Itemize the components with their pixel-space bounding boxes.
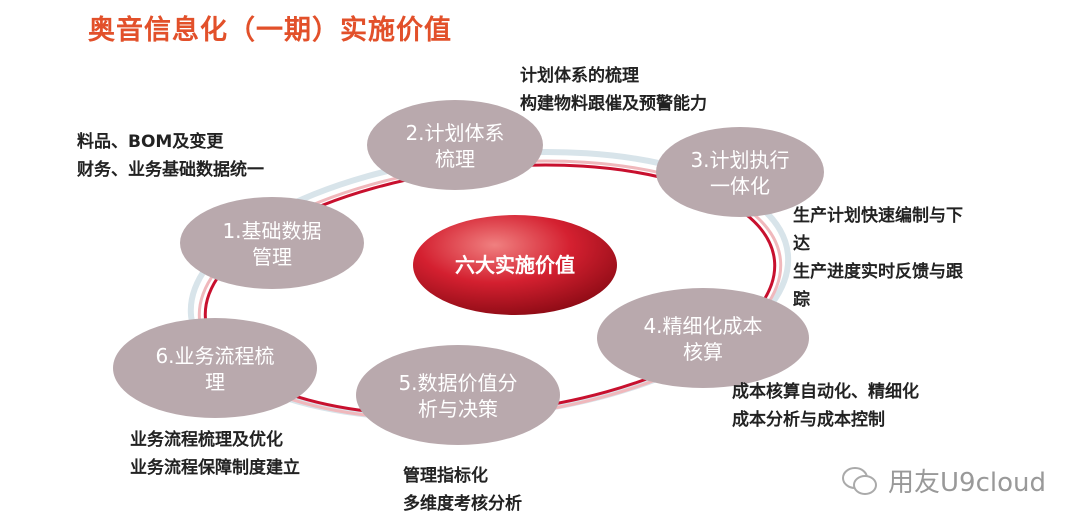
node-label: 梳理: [435, 147, 475, 171]
note-line: 构建物料跟催及预警能力: [520, 94, 707, 114]
center-label: 六大实施价值: [455, 253, 575, 277]
note-line: 多维度考核分析: [403, 494, 522, 514]
node-label: 析与决策: [418, 397, 498, 421]
node-ellipse: [656, 127, 824, 217]
node-ellipse: [180, 197, 364, 289]
note-plan-execution: 生产计划快速编制与下 达 生产进度实时反馈与跟 踪: [793, 202, 963, 314]
note-line: 达: [793, 234, 810, 254]
node-ellipse: [367, 100, 543, 190]
node-ellipse: [356, 345, 560, 445]
note-cost: 成本核算自动化、精细化 成本分析与成本控制: [732, 378, 919, 434]
note-process: 业务流程梳理及优化 业务流程保障制度建立: [130, 426, 300, 482]
page-title: 奥音信息化（一期）实施价值: [88, 15, 452, 46]
center-ellipse: 六大实施价值: [413, 215, 617, 315]
node-label: 1.基础数据: [222, 219, 321, 243]
note-line: 成本核算自动化、精细化: [732, 382, 919, 402]
note-plan-system: 计划体系的梳理 构建物料跟催及预警能力: [520, 62, 707, 118]
node-label: 管理: [252, 245, 292, 269]
node-label: 核算: [683, 340, 723, 364]
node-label: 理: [205, 370, 225, 394]
node-ellipse: [597, 288, 809, 388]
node-label: 3.计划执行: [690, 148, 789, 172]
note-line: 生产进度实时反馈与跟: [793, 262, 963, 282]
note-line: 业务流程保障制度建立: [130, 458, 300, 478]
note-line: 计划体系的梳理: [520, 66, 639, 86]
note-decision: 管理指标化 多维度考核分析: [403, 462, 522, 518]
value-node-6: 6.业务流程梳理: [113, 318, 317, 418]
note-line: 管理指标化: [403, 466, 488, 486]
note-line: 踪: [793, 290, 810, 310]
note-line: 料品、BOM及变更: [77, 132, 224, 152]
node-label: 一体化: [710, 174, 770, 198]
watermark: 用友U9cloud: [840, 462, 1046, 499]
wechat-icon: [842, 466, 877, 495]
node-ellipse: [113, 318, 317, 418]
node-label: 2.计划体系: [405, 121, 504, 145]
watermark-text: 用友U9cloud: [888, 468, 1046, 498]
note-line: 业务流程梳理及优化: [130, 430, 283, 450]
note-line: 生产计划快速编制与下: [793, 206, 963, 226]
node-label: 5.数据价值分: [398, 371, 517, 395]
node-label: 4.精细化成本: [643, 314, 762, 338]
note-basic-data: 料品、BOM及变更 财务、业务基础数据统一: [77, 128, 264, 184]
note-line: 成本分析与成本控制: [732, 410, 885, 430]
note-line: 财务、业务基础数据统一: [77, 160, 264, 180]
node-label: 6.业务流程梳: [155, 344, 274, 368]
